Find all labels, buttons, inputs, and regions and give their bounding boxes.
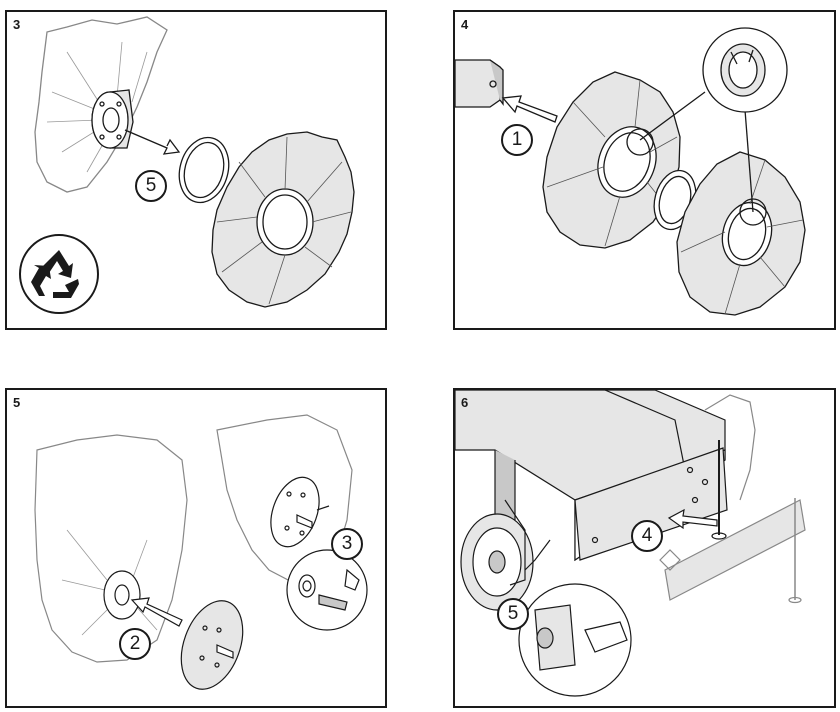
brush-disc [211,131,355,308]
arrow [501,95,558,123]
callout-5: 5 [135,170,167,202]
arrow [130,597,183,627]
brush-disc [542,71,681,249]
panel-number: 5 [13,395,21,410]
detail-magnifier [518,539,632,697]
brush-disc [676,151,806,316]
panel-number: 6 [461,395,469,410]
brush-roller [34,434,188,663]
brush-roller [704,394,756,501]
flange-plate [180,600,244,690]
panel-step-5: 5 [5,388,387,708]
panel-number: 4 [461,17,469,32]
side-plate [659,498,806,604]
step-4-illustration [455,27,806,316]
callout-5: 5 [497,598,529,630]
detail-magnifier [286,549,368,631]
recycle-icon [19,234,99,314]
step-3-illustration [34,16,355,308]
side-plate [574,440,728,561]
panel-number: 3 [13,17,21,32]
step-6-illustration [455,390,806,697]
panel-step-6: 6 [453,388,836,708]
step-5-illustration [34,414,368,690]
arrow [124,129,181,155]
hub [91,89,134,149]
panel-step-4: 4 [453,10,836,330]
detail-magnifier [626,27,788,226]
caster-wheel [460,499,534,611]
arrow [667,508,718,530]
callout-2: 2 [119,628,151,660]
panel-step-3: 3 [5,10,387,330]
seal-ring [178,136,230,204]
callout-1: 1 [501,124,533,156]
callout-4: 4 [631,520,663,552]
flange-plate [270,476,330,548]
callout-3: 3 [331,528,363,560]
hub [103,570,141,620]
